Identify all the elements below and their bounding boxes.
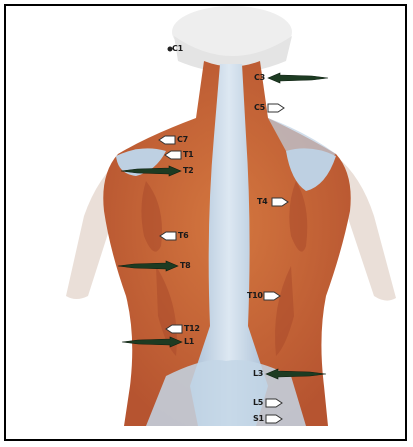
marker-c5-small-white-arrow: [268, 104, 284, 112]
vertebra-label-c3: C3: [254, 74, 265, 82]
vertebra-label-t6: T6: [178, 232, 188, 240]
vertebra-label-t2: T2: [183, 167, 193, 175]
vertebra-label-t4: T4: [257, 198, 267, 206]
vertebra-label-l3: L3: [253, 370, 263, 378]
vertebra-label-t12: T12: [184, 325, 200, 333]
vertebra-label-l5: L5: [253, 399, 263, 407]
vertebra-label-t8: T8: [180, 262, 190, 270]
vertebra-label-c1: C1: [172, 45, 183, 53]
marker-c3-large-dark-arrow: [268, 73, 328, 83]
vertebra-label-l1: L1: [184, 338, 194, 346]
vertebra-label-c7: C7: [177, 136, 188, 144]
head: [172, 6, 292, 73]
figure-frame: C1 C3 C5 C7 T1 T2 T4 T6 T8 T10 T12 L1 L3…: [4, 4, 407, 441]
vertebra-label-t10: T10: [247, 292, 263, 300]
vertebra-label-c5: C5: [254, 104, 265, 112]
vertebra-label-t1: T1: [183, 151, 193, 159]
vertebra-label-s1: S1: [253, 415, 264, 423]
back-anatomy-illustration: [6, 6, 405, 439]
